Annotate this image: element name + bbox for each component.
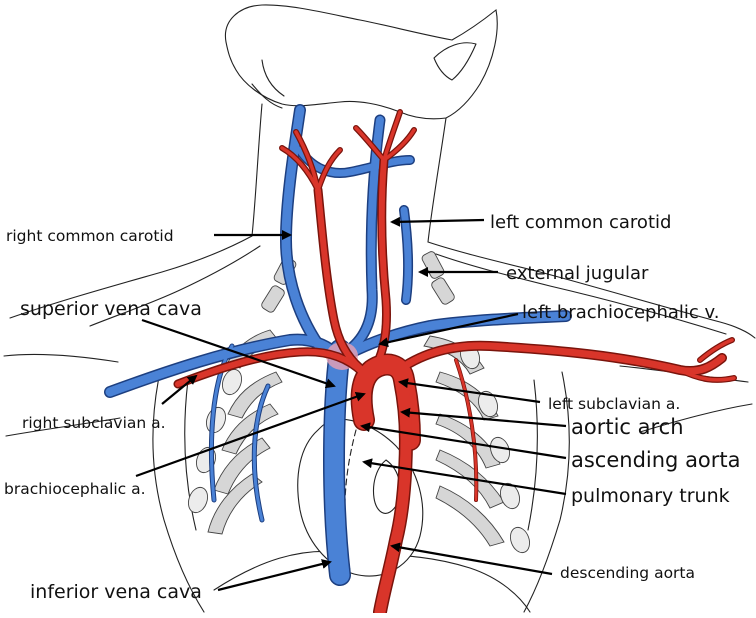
torso-right-outline xyxy=(523,371,570,613)
ear-outline xyxy=(433,42,477,81)
label-right-common-carotid: right common carotid xyxy=(6,227,174,245)
label-external-jugular: external jugular xyxy=(506,263,649,284)
label-inferior-vena-cava: inferior vena cava xyxy=(30,581,202,603)
label-ascending-aorta: ascending aorta xyxy=(571,448,741,472)
label-left-brachiocephalic-v: left brachiocephalic v. xyxy=(522,302,719,323)
pointer-descending-aorta xyxy=(390,542,553,576)
pointer-lines xyxy=(135,216,567,592)
labels: right common carotid left common carotid… xyxy=(4,212,741,603)
label-left-subclavian-a: left subclavian a. xyxy=(548,395,680,413)
label-left-common-carotid: left common carotid xyxy=(490,212,671,233)
neck-outline xyxy=(251,103,447,243)
pointer-pulmonary-trunk xyxy=(362,458,567,496)
pointer-left-subclavian-a xyxy=(398,378,541,404)
pointer-aortic-arch xyxy=(400,407,567,428)
torso-left-outline xyxy=(152,371,205,613)
label-pulmonary-trunk: pulmonary trunk xyxy=(571,485,730,507)
shoulder-left-outline xyxy=(9,235,261,327)
arteries xyxy=(173,109,737,618)
label-superior-vena-cava: superior vena cava xyxy=(20,298,202,320)
label-aortic-arch: aortic arch xyxy=(571,415,684,439)
pointer-ascending-aorta xyxy=(360,422,567,460)
pointer-brachiocephalic-a xyxy=(135,392,366,478)
pointer-superior-vena-cava xyxy=(141,318,336,389)
label-right-subclavian-a: right subclavian a. xyxy=(22,414,166,432)
shoulder-right-outline xyxy=(427,241,756,339)
arm-left-outline xyxy=(3,353,121,437)
pointer-left-brachiocephalic-v xyxy=(378,312,519,348)
label-descending-aorta: descending aorta xyxy=(560,564,695,582)
head-outline xyxy=(224,4,498,120)
jaw-outline xyxy=(251,59,285,109)
pointer-inferior-vena-cava xyxy=(217,559,332,592)
pointer-right-subclavian-a xyxy=(161,374,198,405)
label-brachiocephalic-a: brachiocephalic a. xyxy=(4,480,146,498)
pointer-left-common-carotid xyxy=(390,216,485,227)
